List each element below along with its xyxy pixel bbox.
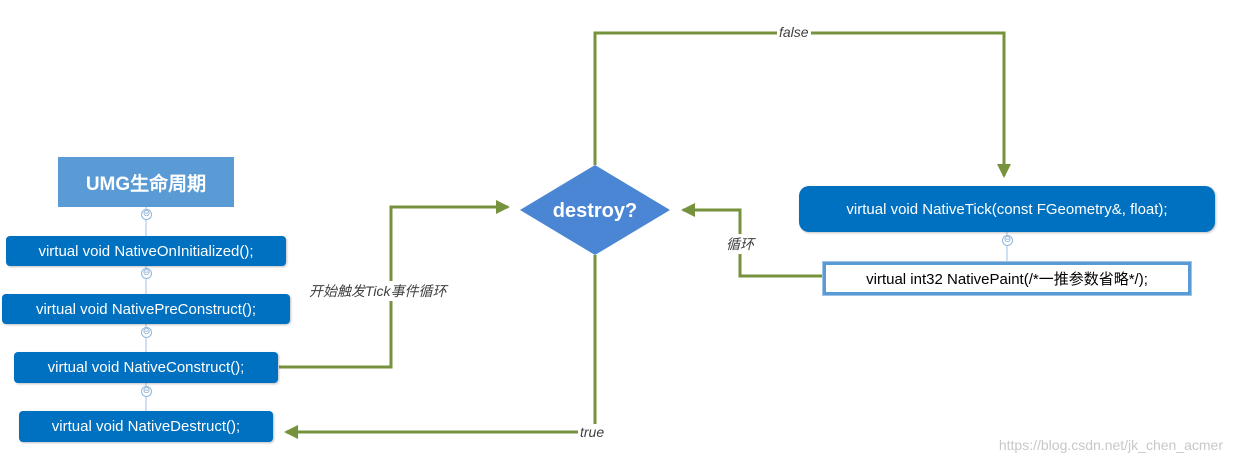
collapse-toggle-icon[interactable]: ⊖ xyxy=(1002,235,1013,246)
diagram-title: UMG生命周期 xyxy=(85,173,207,195)
collapse-toggle-icon[interactable]: ⊖ xyxy=(141,268,152,279)
watermark-text: https://blog.csdn.net/jk_chen_acmer xyxy=(998,437,1223,453)
node-label: virtual void NativeDestruct(); xyxy=(51,418,241,435)
node-native-tick: virtual void NativeTick(const FGeometry&… xyxy=(799,186,1215,232)
node-native-paint: virtual int32 NativePaint(/*一推参数省略*/); xyxy=(823,262,1191,295)
edge-label-start-tick: 开始触发Tick事件循环 xyxy=(307,281,449,301)
decision-label: destroy? xyxy=(552,199,638,222)
node-native-destruct: virtual void NativeDestruct(); xyxy=(19,411,273,442)
node-native-pre-construct: virtual void NativePreConstruct(); xyxy=(2,294,290,324)
collapse-toggle-icon[interactable]: ⊖ xyxy=(141,386,152,397)
edge-label-false: false xyxy=(777,24,811,40)
destroy-decision-shape xyxy=(520,165,670,255)
node-label: virtual void NativeOnInitialized(); xyxy=(38,242,254,260)
destroy-decision: destroy? xyxy=(522,189,668,233)
edge-label-loop: 循环 xyxy=(724,234,756,254)
node-label: virtual void NativeTick(const FGeometry&… xyxy=(846,200,1168,218)
node-label: virtual void NativePreConstruct(); xyxy=(35,300,257,318)
edge-label-true: true xyxy=(578,424,607,440)
diagram-title-node: UMG生命周期 xyxy=(58,157,234,207)
node-label: virtual void NativeConstruct(); xyxy=(47,359,245,376)
node-native-construct: virtual void NativeConstruct(); xyxy=(14,352,278,383)
edge-false-to-tick xyxy=(593,31,1011,178)
collapse-toggle-icon[interactable]: ⊖ xyxy=(141,327,152,338)
collapse-toggle-icon[interactable]: ⊖ xyxy=(141,209,152,220)
node-native-on-initialized: virtual void NativeOnInitialized(); xyxy=(6,236,286,266)
node-label: virtual int32 NativePaint(/*一推参数省略*/); xyxy=(866,271,1148,288)
